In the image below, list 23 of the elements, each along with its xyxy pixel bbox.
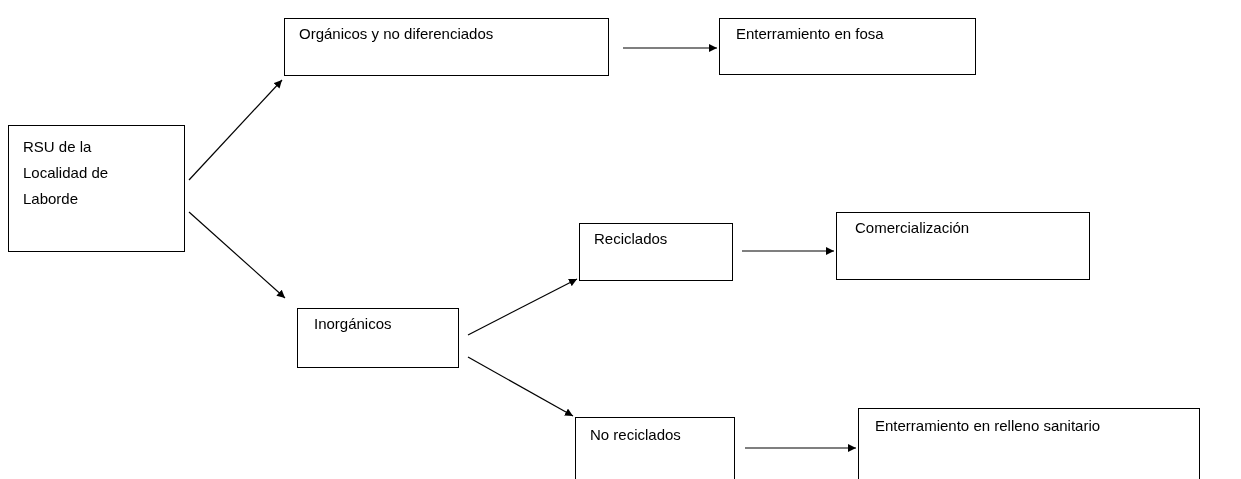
process-box xyxy=(858,408,1200,479)
box-label: Inorgánicos xyxy=(314,314,393,334)
box-label: Enterramiento en fosa xyxy=(736,24,885,44)
process-box xyxy=(297,308,459,368)
arrow xyxy=(467,278,578,336)
arrow xyxy=(622,44,718,52)
arrow xyxy=(744,444,857,452)
process-box xyxy=(719,18,976,75)
box-label: Enterramiento en relleno sanitario xyxy=(875,416,1102,436)
box-label: No reciclados xyxy=(590,425,682,445)
box-label: Comercialización xyxy=(855,218,971,238)
arrow xyxy=(188,211,286,299)
box-label: RSU de la Localidad de Laborde xyxy=(23,137,110,209)
arrow xyxy=(741,247,835,255)
process-box xyxy=(579,223,733,281)
box-label: Reciclados xyxy=(594,229,669,249)
process-box xyxy=(8,125,185,252)
box-label: Orgánicos y no diferenciados xyxy=(299,24,495,44)
process-box xyxy=(575,417,735,479)
arrow xyxy=(467,356,574,417)
process-box xyxy=(836,212,1090,280)
process-box xyxy=(284,18,609,76)
arrow xyxy=(188,79,283,181)
